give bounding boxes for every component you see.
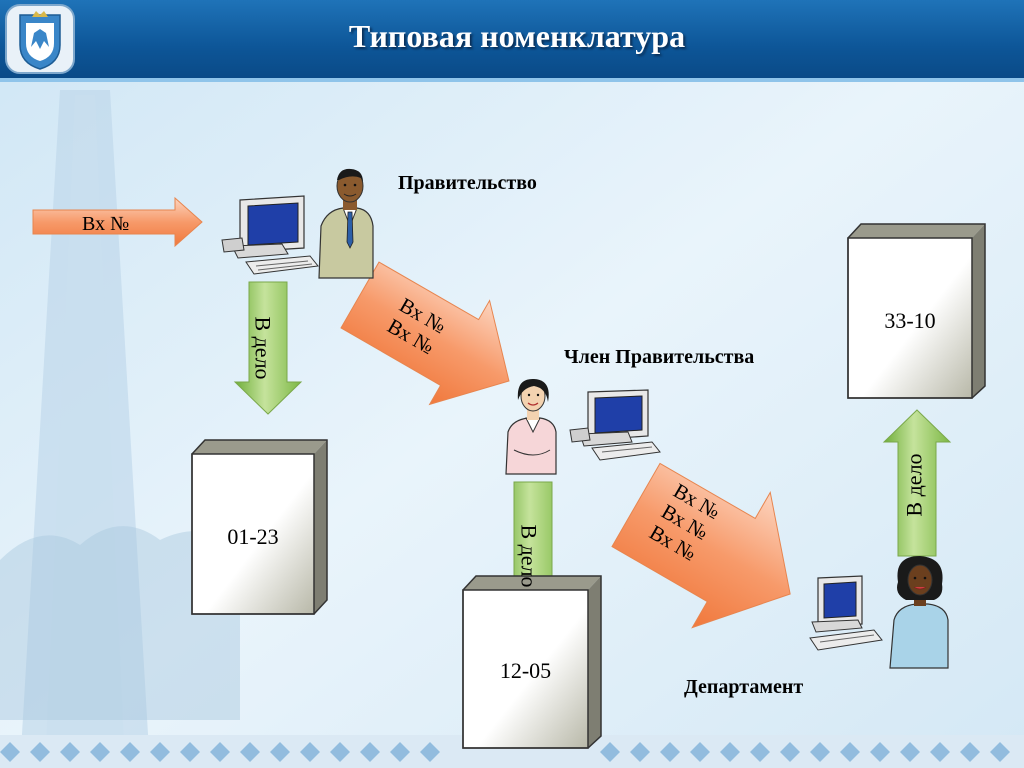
computer-icon — [569, 389, 661, 461]
woman-icon — [505, 378, 557, 475]
to-file-arrow-gov — [233, 281, 303, 415]
file-box-dept-code: 33-10 — [884, 308, 936, 333]
file-box-dept — [847, 223, 986, 399]
file-box-gov — [191, 439, 328, 615]
coat-of-arms-icon — [5, 4, 75, 74]
member-label: Член Правительства — [564, 346, 755, 368]
man-icon — [318, 168, 374, 279]
computer-icon — [221, 195, 319, 275]
incoming-arrow — [32, 196, 203, 248]
header-divider — [0, 78, 1024, 82]
flow-arrow-gov-to-member — [340, 261, 510, 406]
page-title: Типовая номенклатура — [348, 18, 686, 54]
government-label: Правительство — [398, 172, 537, 194]
incoming-arrow-label: Вх № — [82, 213, 130, 235]
header-bar — [0, 0, 1024, 78]
to-file-label-member: В дело — [516, 524, 542, 588]
file-box-gov-code: 01-23 — [227, 524, 279, 549]
to-file-arrow-dept — [882, 409, 952, 557]
to-file-label-gov: В дело — [250, 316, 276, 380]
flow-arrow-member-to-dept — [611, 462, 791, 629]
file-box-member-code: 12-05 — [499, 658, 552, 683]
file-box-member — [462, 575, 602, 749]
to-file-label-dept: В дело — [901, 453, 927, 517]
computer-icon — [809, 575, 883, 651]
department-label: Департамент — [684, 676, 804, 698]
woman-icon — [889, 556, 949, 669]
